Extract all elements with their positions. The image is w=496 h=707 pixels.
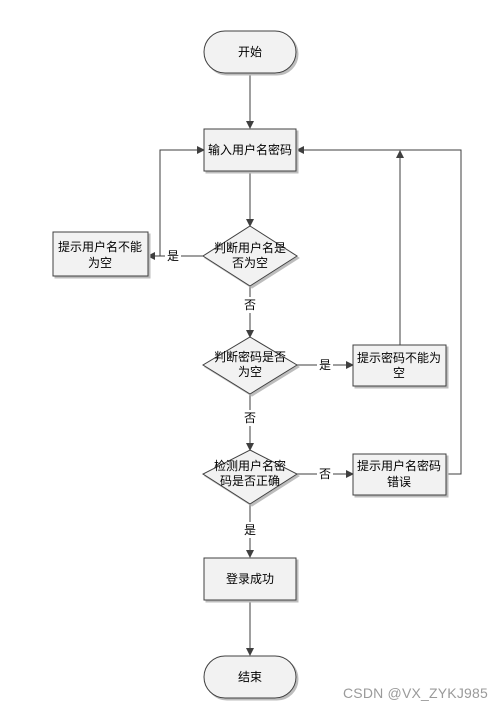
check-user-empty-node xyxy=(202,225,298,287)
prompt-user-empty-label-2: 为空 xyxy=(88,256,112,270)
check-correct-label-1: 检测用户名密 xyxy=(214,458,286,473)
label-correct-yes: 是 xyxy=(244,523,256,537)
check-user-empty-label-1: 判断用户名是 xyxy=(214,240,286,255)
check-pwd-empty-node xyxy=(202,336,298,395)
watermark: CSDN @VX_ZYKJ985 xyxy=(342,685,488,701)
prompt-user-empty-label-1: 提示用户名不能 xyxy=(58,239,142,254)
prompt-wrong-node xyxy=(352,453,447,496)
check-pwd-empty-label-1: 判断密码是否 xyxy=(214,349,286,364)
prompt-wrong-label-1: 提示用户名密码 xyxy=(357,458,441,473)
label-user-empty-yes: 是 xyxy=(167,249,179,263)
end-node xyxy=(203,655,297,699)
prompt-pwd-empty-label-2: 空 xyxy=(393,366,405,380)
edge-prompt-wrong-back xyxy=(296,146,462,475)
check-correct-label-2: 码是否正确 xyxy=(220,474,280,488)
login-success-label: 登录成功 xyxy=(226,571,274,586)
check-user-empty-label-2: 否为空 xyxy=(232,256,268,270)
check-correct-node xyxy=(201,449,299,505)
input-label: 输入用户名密码 xyxy=(208,142,292,157)
label-pwd-empty-yes: 是 xyxy=(319,358,331,372)
label-user-empty-no: 否 xyxy=(244,298,256,312)
input-node xyxy=(203,128,297,172)
label-pwd-empty-no: 否 xyxy=(244,411,256,425)
start-node xyxy=(203,30,297,74)
end-label: 结束 xyxy=(238,670,262,684)
login-success-node xyxy=(203,557,297,601)
start-label: 开始 xyxy=(238,45,262,59)
prompt-wrong-label-2: 错误 xyxy=(387,475,411,489)
label-correct-no: 否 xyxy=(319,467,331,481)
prompt-pwd-empty-label-1: 提示密码不能为 xyxy=(357,350,441,365)
prompt-user-empty-node xyxy=(52,231,149,277)
prompt-pwd-empty-node xyxy=(352,344,447,387)
edge-prompt-user-back xyxy=(148,146,205,257)
check-pwd-empty-label-2: 为空 xyxy=(238,365,262,379)
